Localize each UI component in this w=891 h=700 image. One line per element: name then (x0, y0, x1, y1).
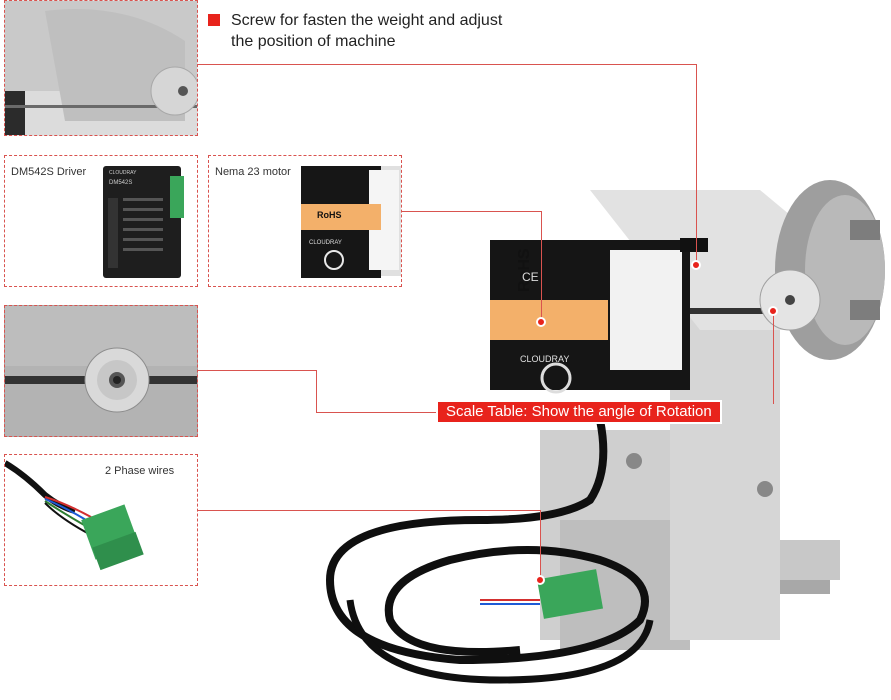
scale-table-banner: Scale Table: Show the angle of Rotation (438, 402, 720, 422)
screw-closeup-image (5, 1, 197, 135)
callout-motor-h (402, 211, 542, 212)
callout-motor-v (541, 211, 542, 321)
scale-closeup-image (5, 306, 197, 436)
wires-panel: 2 Phase wires (4, 454, 198, 586)
driver-panel: DM542S Driver CLOUDRAY DM542S (4, 155, 198, 287)
headline-line-1: Screw for fasten the weight and adjust (231, 12, 503, 29)
callout-scale-h2 (316, 412, 438, 413)
screw-closeup-panel (4, 0, 198, 136)
headline-line-2: the position of machine (231, 33, 396, 50)
driver-model: DM542S (109, 180, 133, 186)
headline: Screw for fasten the weight and adjust t… (231, 10, 591, 52)
driver-brand: CLOUDRAY (109, 170, 137, 176)
wires-label: 2 Phase wires (105, 465, 175, 477)
motor-thumb-brand: CLOUDRAY (309, 240, 342, 246)
callout-screw-h (198, 64, 696, 65)
callout-scale-dot (768, 306, 778, 316)
motor-ce-mark: CE (522, 270, 539, 284)
motor-panel: Nema 23 motor RoHS CLOUDRAY (208, 155, 402, 287)
callout-scale-v1 (316, 370, 317, 412)
motor-thumb-rohs: RoHS (317, 210, 342, 220)
callout-screw-dot (691, 260, 701, 270)
callout-scale-h1 (198, 370, 316, 371)
driver-image (103, 166, 184, 278)
callout-wires-h (198, 510, 541, 511)
callout-scale-v2 (773, 312, 774, 404)
callout-wires-v (540, 510, 541, 578)
scale-closeup-panel (4, 305, 198, 437)
headline-bullet (208, 14, 220, 26)
callout-wires-dot (535, 575, 545, 585)
callout-motor-dot (536, 317, 546, 327)
motor-thumb-image (301, 166, 401, 278)
callout-screw-v (696, 64, 697, 264)
wires-image (5, 460, 144, 571)
motor-label: Nema 23 motor (215, 166, 291, 178)
driver-label: DM542S Driver (11, 166, 87, 178)
motor-brand: CLOUDRAY (520, 354, 570, 364)
